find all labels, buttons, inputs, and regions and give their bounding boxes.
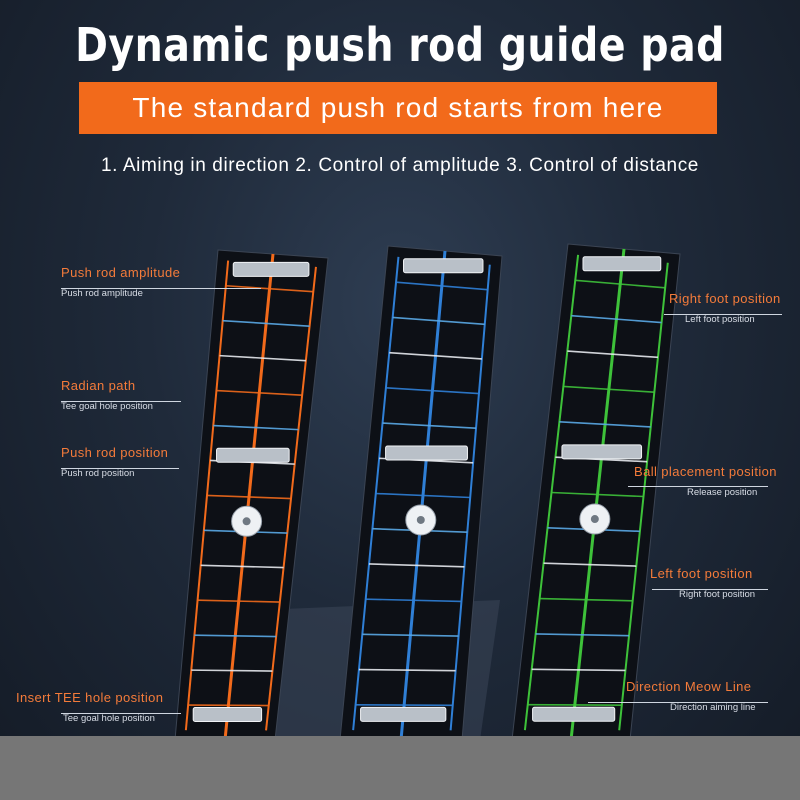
pad-green-cross-bar	[535, 633, 630, 637]
leader-line	[61, 713, 181, 714]
pad-green-cross-bar	[551, 491, 644, 498]
label-main: Right foot position	[669, 291, 781, 306]
pad-green-cross-bar	[539, 597, 633, 602]
pad-green-cross-bar	[559, 420, 651, 428]
leader-line	[652, 589, 768, 590]
label-main: Left foot position	[650, 566, 753, 581]
pad-blue-cross-bar	[355, 703, 453, 707]
pad-green-cross-bar	[567, 350, 659, 359]
pad-blue-cross-bar	[365, 598, 462, 603]
pad-orange-cross-bar	[225, 284, 314, 293]
bottom-gray-band	[0, 736, 800, 800]
pad-green-cross-bar	[527, 703, 622, 707]
pad-blue-cross-bar	[385, 387, 479, 395]
leader-line	[61, 468, 179, 469]
label-main: Direction Meow Line	[626, 679, 752, 694]
label-sub: Tee goal hole position	[63, 713, 155, 724]
pad-orange-gate	[192, 707, 263, 723]
pad-blue-cross-bar	[369, 563, 465, 568]
pad-green-cross-bar	[531, 668, 626, 672]
label-sub: Tee goal hole position	[61, 401, 153, 412]
label-main: Insert TEE hole position	[16, 690, 164, 705]
pad-blue-cross-bar	[395, 281, 488, 291]
label-insert-tee: Insert TEE hole position Tee goal hole p…	[16, 690, 163, 724]
leader-line	[61, 288, 261, 289]
pad-blue-gate	[403, 258, 484, 274]
label-ball-placement: Ball placement position Release position	[634, 464, 777, 498]
pad-blue-cross-bar	[358, 668, 456, 672]
label-radian-path: Radian path Tee goal hole position	[61, 378, 153, 412]
orange-banner: The standard push rod starts from here	[79, 82, 717, 134]
pad-blue-gate	[385, 445, 468, 461]
label-sub: Push rod amplitude	[61, 288, 143, 299]
pad-orange-cross-bar	[194, 634, 277, 638]
pad-blue-gate	[360, 706, 447, 722]
label-sub: Push rod position	[61, 468, 135, 479]
label-main: Ball placement position	[634, 464, 777, 479]
label-sub: Direction aiming line	[670, 702, 756, 713]
label-main: Push rod amplitude	[61, 265, 181, 280]
page-title: Dynamic push rod guide pad	[75, 18, 725, 72]
pad-orange-gate	[232, 261, 310, 277]
leader-line	[61, 401, 181, 402]
pad-blue-cross-bar	[392, 316, 485, 326]
label-main: Radian path	[61, 378, 136, 393]
pad-green-cross-bar	[571, 314, 662, 324]
pad-orange-cross-bar	[191, 669, 273, 672]
leader-line	[664, 314, 782, 315]
pad-green-cross-bar	[575, 279, 666, 289]
pad-green-gate	[582, 256, 662, 272]
label-push-rod-amplitude: Push rod amplitude Push rod amplitude	[61, 265, 180, 299]
pad-orange-cross-bar	[216, 389, 303, 396]
label-left-foot: Left foot position Right foot position	[650, 566, 755, 600]
feature-list: 1. Aiming in direction 2. Control of amp…	[101, 155, 699, 176]
leader-line	[588, 702, 768, 703]
pad-blue-cross-bar	[362, 633, 459, 637]
pad-orange-gate	[216, 447, 290, 463]
label-direction-line: Direction Meow Line Direction aiming lin…	[626, 679, 756, 713]
leader-line	[628, 486, 768, 487]
pad-blue-cross-bar	[382, 422, 477, 430]
pad-orange-cross-bar	[213, 424, 299, 431]
pad-green-cross-bar	[543, 562, 637, 567]
pad-orange-cross-bar	[219, 354, 306, 362]
pad-orange-cross-bar	[197, 599, 280, 603]
pad-blue-cross-bar	[389, 351, 482, 360]
label-sub: Right foot position	[679, 589, 756, 600]
pad-orange-cross-bar	[206, 494, 292, 500]
pad-blue-cross-bar	[375, 492, 471, 499]
pad-orange-cross-bar	[200, 564, 284, 569]
label-push-rod-position: Push rod position Push rod position	[61, 445, 168, 479]
pad-orange-cross-bar	[222, 319, 310, 327]
pad-green-cross-bar	[563, 385, 655, 393]
pad-green-gate	[532, 706, 616, 722]
banner-text: The standard push rod starts from here	[132, 92, 664, 123]
label-sub: Release position	[687, 487, 758, 498]
pad-green-gate	[561, 444, 643, 460]
pad-orange-ball-center	[242, 517, 251, 526]
label-main: Push rod position	[61, 445, 169, 460]
label-sub: Left foot position	[685, 314, 755, 325]
pad-blue-ball-center	[416, 515, 425, 524]
pad-green-ball-center	[590, 515, 599, 524]
label-right-foot: Right foot position Left foot position	[669, 291, 781, 325]
